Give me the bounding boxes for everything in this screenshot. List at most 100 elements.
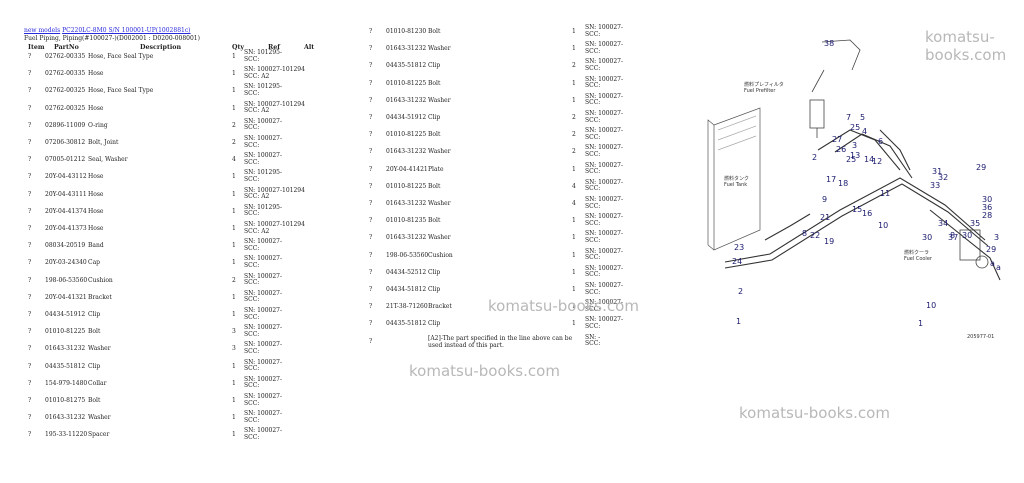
item-cell: ? xyxy=(369,45,373,53)
ref-serial: SN: 100027- xyxy=(585,41,624,49)
description-cell: Clip xyxy=(428,268,441,276)
part-number-cell: 195-33-11220 xyxy=(45,431,88,439)
ref-cell: SN: 101295-SCC: xyxy=(244,204,282,218)
item-cell: ? xyxy=(369,182,373,190)
callout-number: 37 xyxy=(948,233,958,242)
part-number-cell: 20Y-04-41421 xyxy=(386,165,428,173)
part-number-cell: 07206-30812 xyxy=(45,139,86,146)
qty-cell: 1 xyxy=(232,431,236,439)
part-number-cell: 02896-11009 xyxy=(45,121,86,129)
ref-scc: SCC: A2 xyxy=(244,193,270,201)
qty-cell: 2 xyxy=(572,131,576,139)
ref-serial: SN: 101295- xyxy=(244,49,283,56)
qty-cell: 1 xyxy=(232,259,236,267)
description-cell: Washer xyxy=(428,200,451,207)
ref-cell: SN: 100027-SCC: xyxy=(585,24,623,38)
qty-cell: 1 xyxy=(572,79,576,87)
qty-cell: 1 xyxy=(572,96,576,104)
callout-number: 3 xyxy=(994,233,999,242)
callout-number: 8 xyxy=(950,231,955,240)
description-cell: Bolt xyxy=(428,217,441,225)
col-partno: PartNo xyxy=(54,44,79,51)
ref-scc: SCC: xyxy=(244,89,260,97)
ref-scc: SCC: xyxy=(244,399,260,407)
item-cell: ? xyxy=(28,87,32,95)
description-cell: Spacer xyxy=(88,431,110,439)
ref-scc: SCC: xyxy=(585,150,601,158)
ref-serial: SN: 100027- xyxy=(244,358,283,366)
part-number-cell: 01010-81225 xyxy=(386,131,427,139)
ref-scc: SCC: xyxy=(244,433,260,441)
part-number-cell: 01643-31232 xyxy=(386,200,427,207)
part-number-cell: 04434-52512 xyxy=(386,268,427,276)
description-cell: Bracket xyxy=(88,293,112,301)
ref-scc: SCC: xyxy=(585,133,601,141)
item-cell: ? xyxy=(369,148,373,156)
new-models-link[interactable]: new models xyxy=(24,27,61,34)
item-cell: ? xyxy=(369,234,373,242)
item-cell: ? xyxy=(369,303,373,311)
ref-cell: SN: 100027-SCC: xyxy=(244,342,282,355)
ref-serial: SN: 100027- xyxy=(244,410,283,418)
qty-cell: 1 xyxy=(572,45,576,53)
ref-serial: SN: 100027- xyxy=(585,282,624,289)
part-number-cell: 02762-00335 xyxy=(45,70,86,78)
col-description: Description xyxy=(140,44,182,51)
qty-cell: 2 xyxy=(572,114,576,121)
qty-cell: 1 xyxy=(232,293,236,301)
part-number-cell: 198-06-53560 xyxy=(386,251,429,259)
ref-cell: SN: 100027-SCC: xyxy=(244,135,282,149)
item-cell: ? xyxy=(369,28,373,35)
item-cell: ? xyxy=(369,217,373,225)
callout-number: 17 xyxy=(826,175,836,184)
callout-number: 30 xyxy=(962,231,972,240)
qty-cell: 2 xyxy=(572,148,576,156)
item-cell: ? xyxy=(369,62,373,70)
item-cell: ? xyxy=(28,259,32,267)
part-number-cell: 01010-81225 xyxy=(45,328,86,336)
item-cell: ? xyxy=(28,121,32,129)
qty-cell: 2 xyxy=(232,139,236,146)
watermark: komatsu-books.com xyxy=(739,404,890,422)
ref-cell: SN: 101295-SCC: xyxy=(244,49,283,63)
item-cell: ? xyxy=(28,104,32,112)
callout-number: 13 xyxy=(850,151,860,160)
ref-scc: SCC: xyxy=(244,279,260,287)
col-item: Item xyxy=(28,44,45,51)
item-cell: ? xyxy=(369,79,373,87)
ref-scc: SCC: xyxy=(585,116,601,124)
ref-cell: SN: 100027-SCC: xyxy=(244,273,282,287)
parts-list-left: new models PC220LC-8M0 S/N 100001-UP(100… xyxy=(24,27,354,440)
item-cell: ? xyxy=(369,200,373,207)
callout-number: 24 xyxy=(732,257,742,266)
description-cell: Washer xyxy=(428,234,451,242)
callout-number: 6 xyxy=(878,137,883,146)
callout-number: 29 xyxy=(976,163,986,172)
part-number-cell: 20Y-04-43111 xyxy=(45,190,87,198)
part-number-cell: 04435-51812 xyxy=(386,320,427,328)
callout-number: 5 xyxy=(860,113,865,122)
ref-scc: SCC: xyxy=(585,219,601,227)
item-cell: ? xyxy=(28,379,32,387)
prefilter-drawing xyxy=(809,39,861,138)
description-cell: Washer xyxy=(88,345,111,353)
col-alt: Alt xyxy=(304,44,315,51)
fuel-cooler-drawing xyxy=(959,229,989,269)
qty-cell: 1 xyxy=(572,268,576,276)
ref-scc: SCC: xyxy=(244,296,260,304)
part-number-cell: 01643-31232 xyxy=(386,234,427,242)
ref-cell: SN: 100027-SCC: xyxy=(244,118,282,132)
cooler-label-jp: 燃料クーラ xyxy=(904,249,929,256)
model-link[interactable]: PC220LC-8M0 S/N 100001-UP(1002881c) xyxy=(62,27,191,34)
qty-cell: 1 xyxy=(232,190,236,198)
drawing-number: 205977-01 xyxy=(967,334,994,340)
callout-number: 14 xyxy=(864,155,874,164)
ref-cell: SN: 100027-SCC: xyxy=(585,110,623,124)
part-number-cell: 04434-51912 xyxy=(45,311,86,318)
ref-serial: SN: 100027- xyxy=(585,75,624,83)
ref-scc: SCC: xyxy=(244,244,260,252)
part-number-cell: 01010-81230 xyxy=(386,28,427,35)
